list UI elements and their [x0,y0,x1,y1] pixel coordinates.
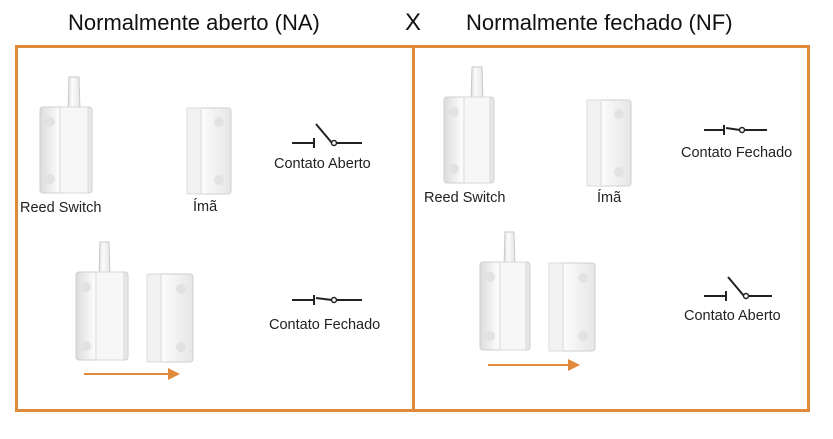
reed-switch-label: Reed Switch [20,200,102,216]
magnet-icon [586,99,632,187]
switch-closed-symbol [704,125,767,135]
magnet-icon [548,262,596,352]
magnet-label: Ímã [193,199,218,215]
magnet-icon [146,273,194,363]
title-normally-open: Normalmente aberto (NA) [68,10,320,35]
reed-switch-label: Reed Switch [424,190,506,206]
switch-open-symbol [292,123,362,148]
state-label-open: Contato Aberto [684,308,781,324]
reed-switch-icon [479,231,531,351]
title-normally-closed: Normalmente fechado (NF) [466,10,733,35]
arrow-right-icon [84,368,180,380]
switch-open-symbol [704,276,772,301]
state-label-open: Contato Aberto [274,156,371,172]
arrow-right-icon [488,359,580,371]
reed-switch-icon [443,66,495,184]
state-label-closed: Contato Fechado [681,145,793,161]
magnet-icon [186,107,232,195]
state-label-closed: Contato Fechado [269,317,381,333]
reed-switch-icon [39,76,93,194]
magnet-label: Ímã [597,190,622,206]
reed-switch-icon [75,241,129,361]
switch-closed-symbol [292,295,362,305]
title-separator: X [405,9,422,36]
